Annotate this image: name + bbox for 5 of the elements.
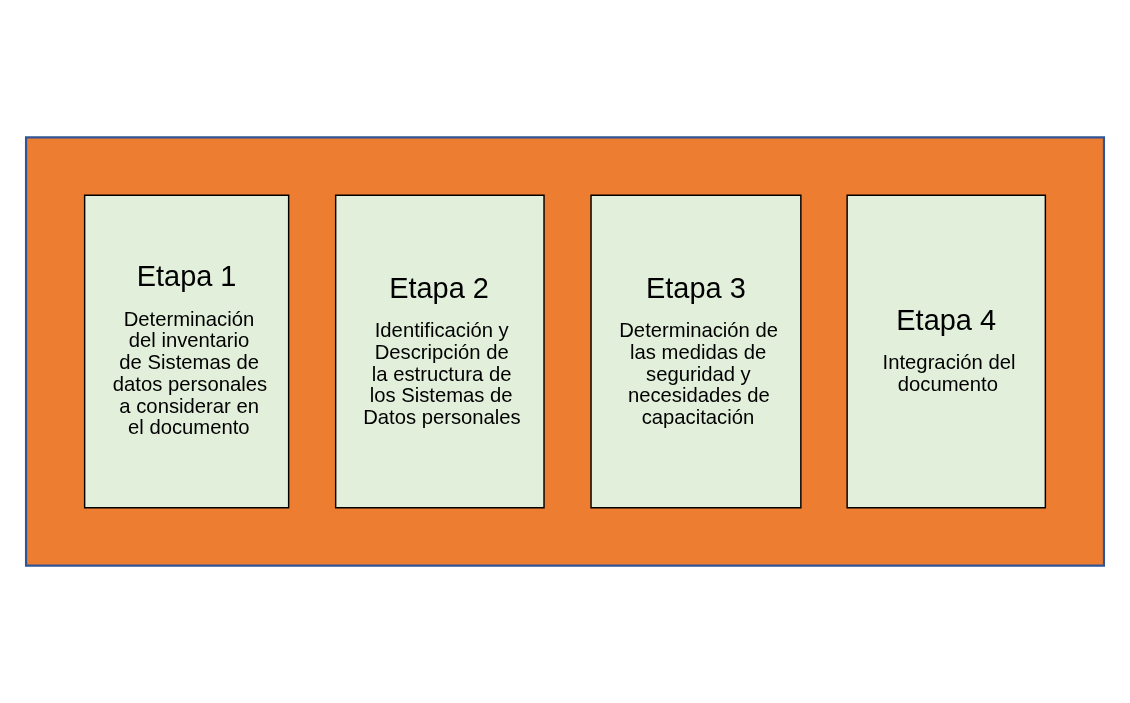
node-box: Etapa 1 Determinación del inventario de Sistemas de datos personales a considerar en el documento	[83, 194, 290, 509]
node-box: Etapa 3 Determinación de las medidas de seguridad y necesidades de capacitación	[590, 194, 802, 509]
node-box: Etapa 2 Identificación y Descripción de la estructura de los Sistemas de Datos personales	[334, 194, 545, 509]
cluster	[24, 136, 1106, 567]
node-box: Etapa 4 Integración del documento	[846, 194, 1047, 509]
